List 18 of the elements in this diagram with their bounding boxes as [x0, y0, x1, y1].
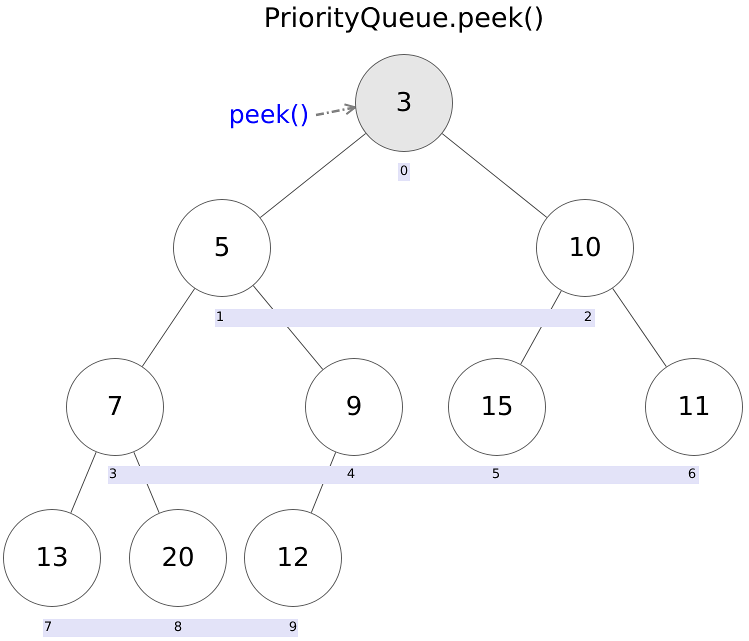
- index-number: 4: [346, 466, 356, 484]
- tree-edge: [442, 133, 548, 218]
- tree-edge: [70, 452, 97, 514]
- tree-edge: [260, 133, 366, 218]
- index-number: 9: [288, 619, 298, 637]
- index-number: 0: [400, 163, 408, 181]
- index-number: 1: [216, 309, 224, 327]
- tree-edge: [142, 288, 196, 367]
- index-number: 6: [688, 466, 696, 484]
- index-number: 7: [44, 619, 52, 637]
- dashed-arrow: [316, 103, 356, 116]
- diagram-title: PriorityQueue.peek(): [262, 2, 546, 36]
- tree-edge: [612, 288, 667, 368]
- index-number: 3: [108, 466, 118, 484]
- index-number: 2: [584, 309, 592, 327]
- index-number: 5: [492, 466, 500, 484]
- method-call-text: peek(): [222, 99, 316, 131]
- index-number: 8: [174, 619, 182, 637]
